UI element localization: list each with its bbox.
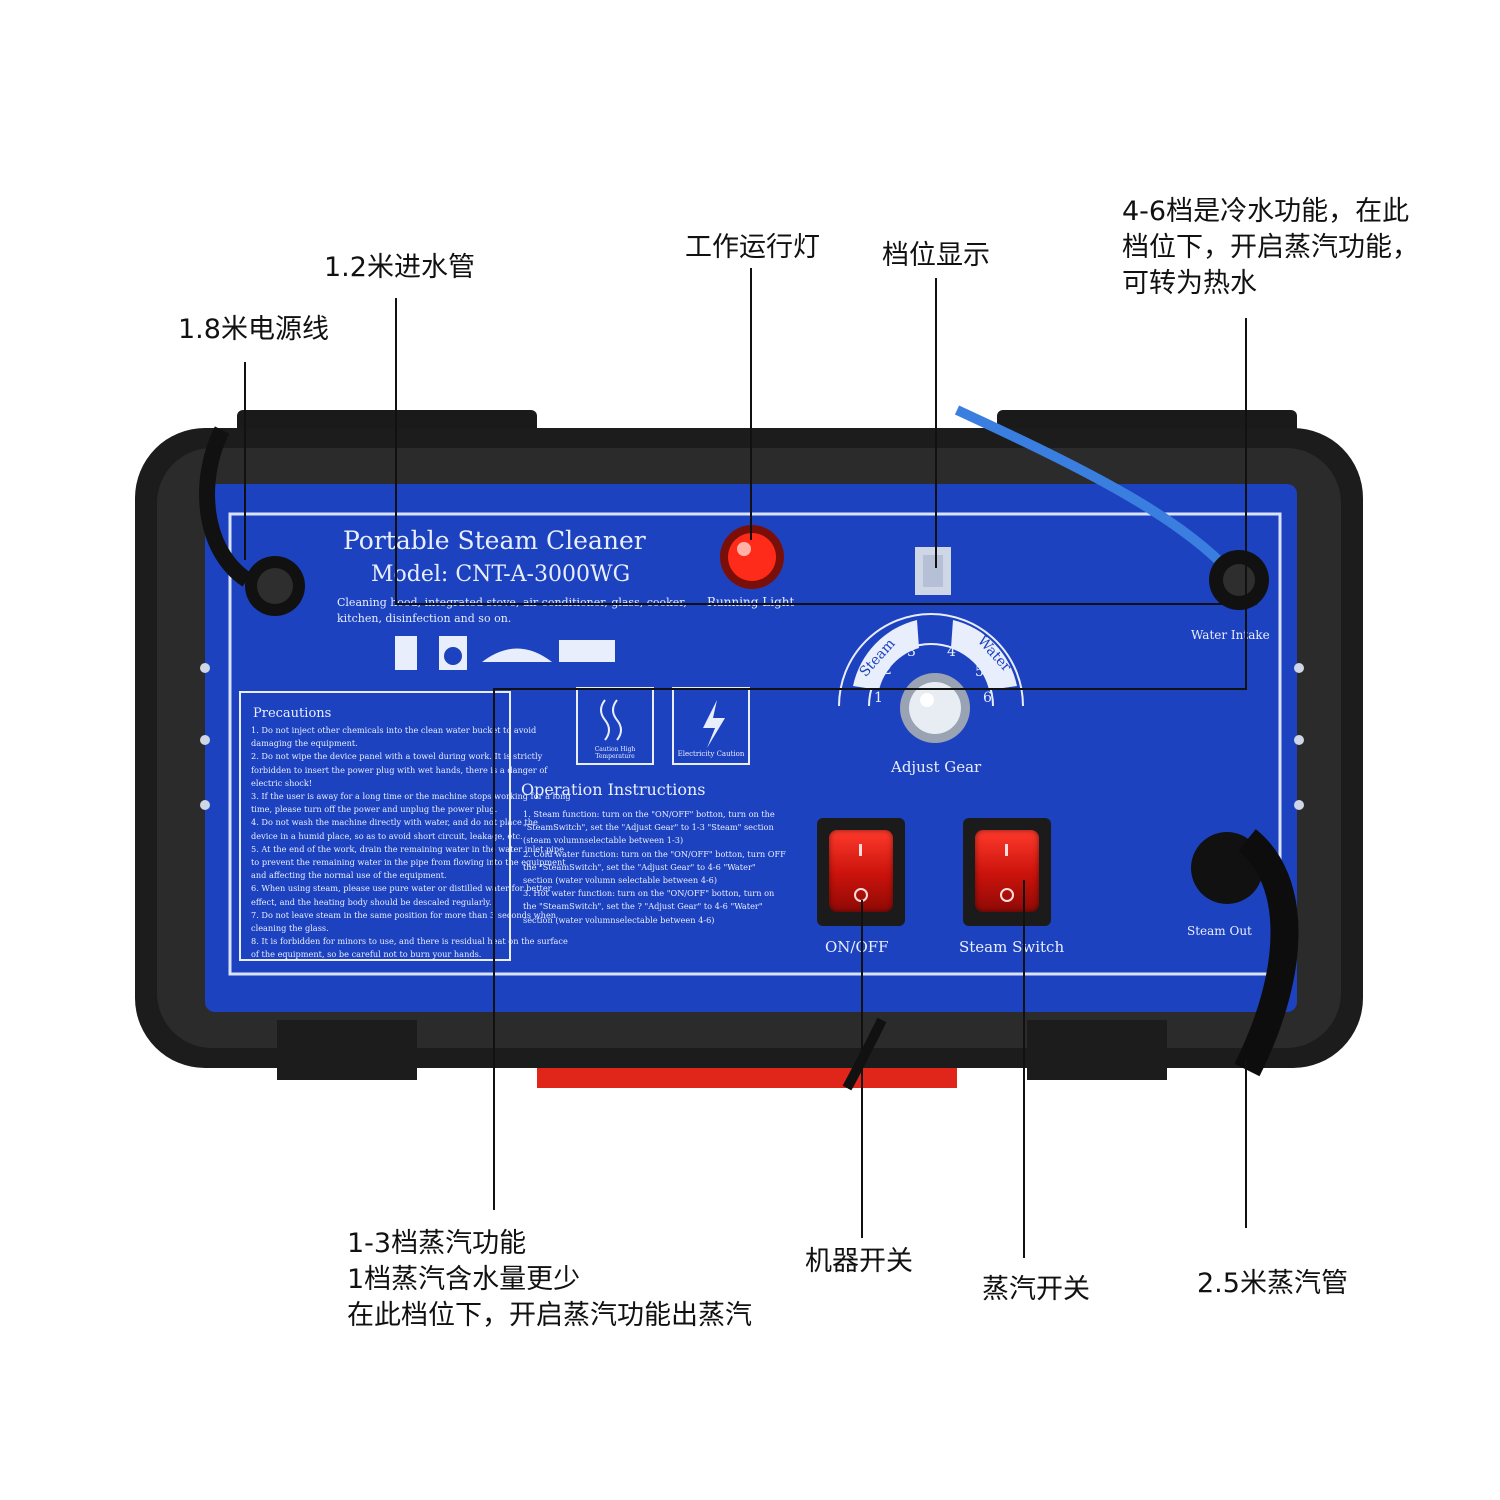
precautions-list: 1. Do not inject other chemicals into th…: [251, 724, 571, 962]
callout-steam-hose: 2.5米蒸汽管: [1197, 1268, 1348, 1299]
range-hood-icon: [482, 648, 552, 662]
water-intake-hose: [954, 405, 1241, 584]
precaution-line: forbidden to insert the power plug with …: [251, 764, 548, 775]
callout-water-pipe: 1.2米进水管: [324, 252, 475, 283]
bottom-cord: [842, 1017, 887, 1091]
leader-running-light: [750, 268, 752, 540]
gear-number-5: 5: [975, 664, 984, 680]
operation-line: the "SteamSwitch", set the "Adjust Gear"…: [523, 861, 756, 872]
on-off-switch[interactable]: [817, 818, 905, 926]
leader-gear-h: [493, 688, 1247, 690]
operation-line: "SteamSwitch", set the "Adjust Gear" to …: [523, 822, 774, 833]
panel-title: Portable Steam Cleaner: [343, 526, 646, 555]
leader-machine-switch: [861, 900, 863, 1238]
operation-list: 1. Steam function: turn on the "ON/OFF" …: [523, 808, 809, 927]
precaution-line: of the equipment, so be careful not to b…: [251, 949, 482, 960]
precaution-line: time, please turn off the power and unpl…: [251, 804, 498, 815]
steam-switch[interactable]: [963, 818, 1051, 926]
steam-switch-label: Steam Switch: [959, 938, 1065, 956]
leader-steam-hose: [1245, 1060, 1247, 1228]
on-off-label: ON/OFF: [825, 938, 889, 956]
precaution-line: damaging the equipment.: [251, 738, 358, 749]
callout-gear-display: 档位显示: [882, 240, 990, 271]
steam-out-label: Steam Out: [1187, 924, 1252, 938]
steam-hose: [1234, 829, 1299, 1077]
screw: [200, 735, 210, 745]
callout-water-gear-note-1: 4-6档是冷水功能，在此: [1122, 196, 1410, 227]
screw: [200, 800, 210, 810]
screw: [1294, 663, 1304, 673]
precautions-box: [239, 691, 511, 961]
gear-dial-outline: [838, 613, 1024, 707]
precaution-line: device in a humid place, so as to avoid …: [251, 830, 523, 841]
adjust-gear-label: Adjust Gear: [891, 758, 982, 776]
leader-steam-switch: [1023, 880, 1025, 1258]
panel-description-2: kitchen, disinfection and so on.: [337, 612, 512, 625]
screw: [1294, 735, 1304, 745]
callout-water-gear-note-3: 可转为热水: [1122, 268, 1257, 299]
callout-machine-switch: 机器开关: [805, 1246, 913, 1277]
precaution-line: electric shock!: [251, 777, 313, 788]
electricity-caution-label: Electricity Caution: [677, 750, 745, 758]
case-tab: [1027, 1020, 1167, 1080]
operation-line: 2. Cold water function: turn on the "ON/…: [523, 848, 786, 859]
steam-arc: [853, 620, 919, 690]
screw: [200, 663, 210, 673]
operation-line: section (water volumnselectable between …: [523, 914, 715, 925]
operation-line: (steam volumnselectable between 1-3): [523, 835, 684, 846]
gear-number-4: 4: [947, 644, 956, 660]
leader-steam-gear: [493, 688, 495, 1210]
precaution-line: 6. When using steam, please use pure wat…: [251, 883, 552, 894]
gear-number-3: 3: [907, 644, 916, 660]
precaution-line: 1. Do not inject other chemicals into th…: [251, 725, 537, 735]
precautions-title: Precautions: [253, 706, 332, 721]
precaution-line: and affecting the normal use of the equi…: [251, 870, 447, 881]
precaution-line: 2. Do not wipe the device panel with a t…: [251, 751, 543, 762]
gear-number-6: 6: [983, 690, 992, 706]
callout-steam-switch: 蒸汽开关: [982, 1274, 1090, 1305]
callout-steam-gear-note-1: 1-3档蒸汽功能: [347, 1228, 527, 1259]
leader-power-cord: [244, 362, 246, 560]
precaution-line: 7. Do not leave steam in the same positi…: [251, 909, 557, 920]
callout-steam-gear-note-3: 在此档位下，开启蒸汽功能出蒸汽: [347, 1300, 752, 1331]
fridge-icon: [395, 636, 417, 670]
screw: [1294, 800, 1304, 810]
precaution-line: effect, and the heating body should be d…: [251, 896, 492, 907]
precaution-line: to prevent the remaining water in the pi…: [251, 857, 566, 868]
precaution-line: cleaning the glass.: [251, 923, 329, 934]
case-tab: [277, 1020, 417, 1080]
precaution-line: 4. Do not wash the machine directly with…: [251, 817, 538, 828]
gear-number-1: 1: [874, 690, 883, 706]
gear-number-2: 2: [883, 662, 892, 678]
leader-water-gear: [1245, 318, 1247, 690]
operation-line: section (water volumn selectable between…: [523, 875, 718, 886]
callout-power-cord: 1.8米电源线: [178, 314, 329, 345]
precaution-line: 3. If the user is away for a long time o…: [251, 791, 571, 802]
callout-running-light: 工作运行灯: [685, 232, 820, 263]
air-conditioner-icon: [559, 640, 615, 662]
caution-high-temp-label: Caution High Temperature: [594, 746, 636, 760]
panel-model: Model: CNT-A-3000WG: [371, 562, 631, 587]
precaution-line: 5. At the end of the work, drain the rem…: [251, 843, 564, 854]
leader-gear-display: [935, 278, 937, 568]
operation-line: the "SteamSwitch", set the ? "Adjust Gea…: [523, 901, 763, 912]
precaution-line: 8. It is forbidden for minors to use, an…: [251, 936, 568, 947]
callout-steam-gear-note-2: 1档蒸汽含水量更少: [347, 1264, 581, 1295]
water-arc: [951, 620, 1017, 690]
operation-title: Operation Instructions: [521, 780, 706, 799]
operation-line: 3. Hot water function: turn on the "ON/O…: [523, 888, 775, 899]
power-cord: [199, 426, 252, 587]
leader-water-pipe-h: [395, 603, 1257, 605]
water-intake-label: Water Intake: [1191, 628, 1270, 642]
leader-water-pipe: [395, 298, 397, 604]
callout-water-gear-note-2: 档位下，开启蒸汽功能，: [1122, 232, 1419, 263]
panel-description-1: Cleaning hood, integrated stove, air con…: [337, 596, 687, 609]
operation-line: 1. Steam function: turn on the "ON/OFF" …: [523, 809, 775, 819]
panel-frame: [228, 512, 1282, 976]
running-light-label: Running Light: [707, 595, 795, 609]
